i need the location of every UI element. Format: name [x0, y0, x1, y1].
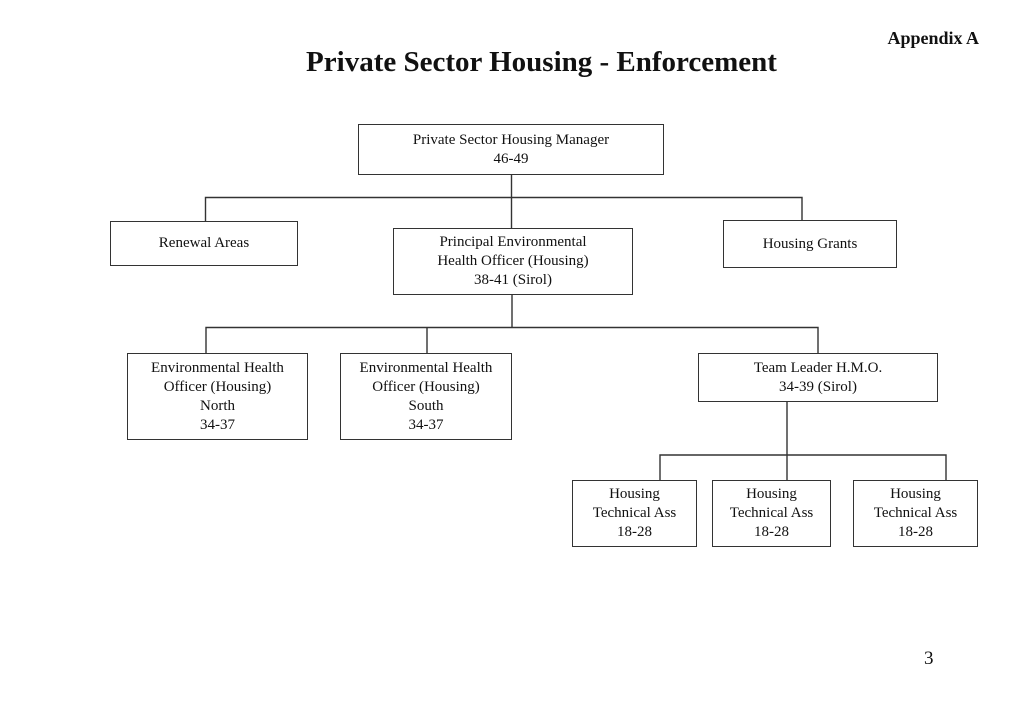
- node-line: Housing Grants: [762, 235, 858, 252]
- node-line: 38-41 (Sirol): [474, 272, 552, 288]
- org-node-environmental-health-officer-south: Environmental Health Officer (Housing) S…: [340, 353, 512, 440]
- node-line: Health Officer (Housing): [437, 253, 589, 269]
- node-line: Principal Environmental: [439, 234, 587, 250]
- appendix-label: Appendix A: [887, 28, 979, 48]
- org-node-principal-environmental-health-officer: Principal Environmental Health Officer (…: [393, 228, 633, 295]
- org-node-private-sector-housing-manager: Private Sector Housing Manager 46-49: [358, 124, 664, 175]
- org-node-team-leader-hmo: Team Leader H.M.O. 34-39 (Sirol): [698, 353, 938, 402]
- node-line: Team Leader H.M.O.: [753, 359, 883, 376]
- node-line: Technical Ass: [873, 505, 958, 521]
- org-node-renewal-areas: Renewal Areas: [110, 221, 298, 266]
- node-line: South: [408, 397, 444, 414]
- org-node-housing-technical-ass-2: Housing Technical Ass 18-28: [712, 480, 831, 547]
- slide-title: Private Sector Housing - Enforcement: [306, 46, 777, 78]
- connector-level2-bracket: [205, 326, 819, 353]
- node-line: 18-28: [617, 524, 652, 540]
- node-line: Officer (Housing): [163, 378, 272, 395]
- node-line: North: [200, 397, 235, 414]
- node-line: Renewal Areas: [158, 235, 250, 251]
- page-number: 3: [924, 648, 934, 669]
- node-line: 34-37: [408, 416, 444, 433]
- org-node-housing-technical-ass-3: Housing Technical Ass 18-28: [853, 480, 978, 547]
- node-line: Officer (Housing): [372, 378, 480, 395]
- org-node-housing-grants: Housing Grants: [723, 220, 897, 268]
- node-line: Housing: [609, 486, 660, 502]
- node-line: Technical Ass: [729, 505, 814, 521]
- connector-level1-bracket: [204, 196, 803, 221]
- node-line: Private Sector Housing Manager: [412, 131, 610, 148]
- node-line: 18-28: [754, 524, 789, 540]
- node-line: Environmental Health: [151, 359, 284, 376]
- org-node-housing-technical-ass-1: Housing Technical Ass 18-28: [572, 480, 697, 547]
- node-line: 18-28: [898, 524, 933, 540]
- org-node-environmental-health-officer-north: Environmental Health Officer (Housing) N…: [127, 353, 308, 440]
- node-line: Housing: [746, 486, 797, 502]
- node-line: 46-49: [493, 150, 529, 167]
- node-line: Technical Ass: [592, 505, 677, 521]
- node-line: 34-39 (Sirol): [779, 378, 857, 395]
- node-line: Environmental Health: [359, 359, 493, 376]
- connector-level3-bracket: [659, 454, 947, 480]
- node-line: Housing: [890, 486, 941, 502]
- node-line: 34-37: [200, 416, 235, 433]
